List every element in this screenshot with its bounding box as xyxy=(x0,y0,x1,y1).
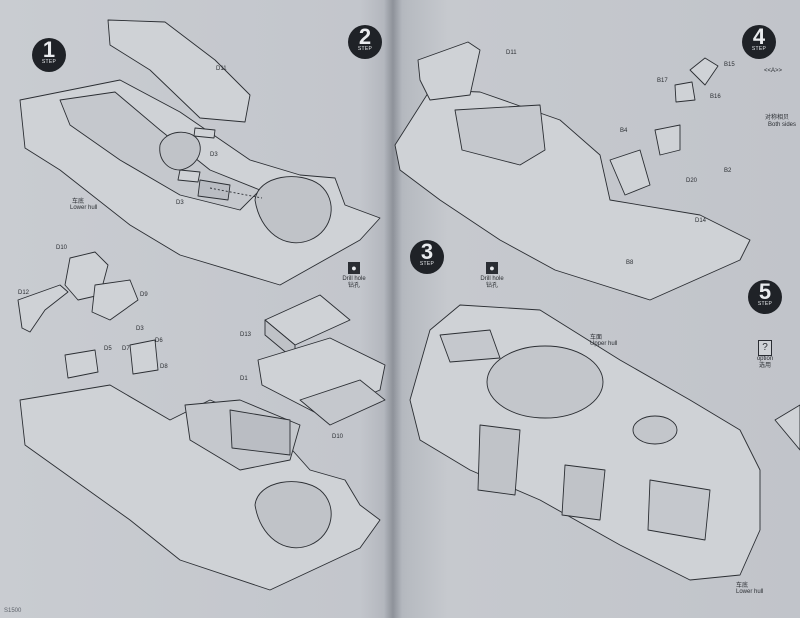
page-number: S1500 xyxy=(4,608,22,614)
step1b-lower-hull-drawing xyxy=(19,339,381,591)
part-label: D6 xyxy=(155,338,163,344)
part-label: D9 xyxy=(140,292,148,298)
part-label: D1 xyxy=(240,376,248,382)
drill-hole-icon: ● xyxy=(348,262,360,274)
step3-upper-hull-drawing xyxy=(409,304,761,581)
part-label: B2 xyxy=(724,168,732,174)
part-label: D11 xyxy=(506,50,517,56)
small-parts-group xyxy=(17,251,139,333)
lower-hull-label-cn-2: 车底 xyxy=(736,583,749,589)
part-label: D3 xyxy=(176,200,184,206)
part-label: D20 xyxy=(686,178,698,184)
part-label: D3 xyxy=(210,152,218,158)
part-label: D7 xyxy=(122,346,130,352)
both-sides-label-cn: 对称相贝 xyxy=(765,115,790,121)
upper-hull-label-en: Upper hull xyxy=(590,341,618,347)
part-label: D10 xyxy=(332,434,344,440)
step2-floor-drawing xyxy=(257,294,386,426)
option-question-icon: ? xyxy=(758,340,772,356)
drill-hole-icon-2: ● xyxy=(486,262,498,274)
part-label: D11 xyxy=(216,66,227,72)
part-label: B4 xyxy=(620,128,628,134)
part-label: D12 xyxy=(18,290,30,296)
step1-lower-hull-drawing xyxy=(19,79,381,286)
angle-note: <<A>> xyxy=(764,68,783,74)
part-label: D14 xyxy=(695,218,707,224)
part-d11-plate xyxy=(107,19,251,123)
step2-interior-drawing xyxy=(394,41,751,301)
part-label: B16 xyxy=(710,94,721,100)
part-label: B17 xyxy=(657,78,668,84)
part-label: B15 xyxy=(724,62,735,68)
lower-hull-label-cn: 车底 xyxy=(72,199,85,205)
part-label: D13 xyxy=(240,332,252,338)
part-label: D5 xyxy=(104,346,112,352)
part-label: B8 xyxy=(626,260,634,266)
part-label: D3 xyxy=(136,326,144,332)
both-sides-label-en: Both sides xyxy=(768,122,797,128)
part-label: D10 xyxy=(56,245,68,251)
upper-hull-label-cn: 车面 xyxy=(590,335,603,341)
lower-hull-label-en-2: Lower hull xyxy=(736,589,764,595)
lower-hull-label-en: Lower hull xyxy=(70,205,98,211)
part-label: D8 xyxy=(160,364,168,370)
